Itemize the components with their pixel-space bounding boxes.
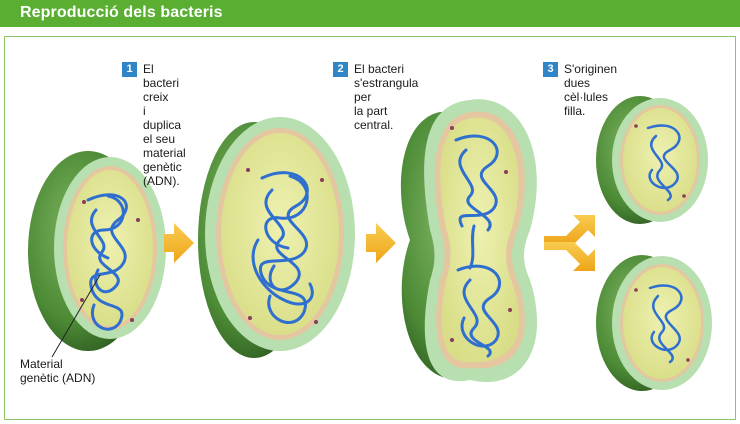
granule bbox=[136, 218, 140, 222]
label-pointer-line bbox=[51, 274, 101, 358]
granule bbox=[320, 178, 324, 182]
dna-strand bbox=[86, 193, 128, 331]
dna-label: Material genètic (ADN) bbox=[20, 357, 95, 385]
arrow-split bbox=[544, 215, 595, 271]
granule bbox=[508, 308, 512, 312]
step-text-line: cèl·lules filla. bbox=[564, 90, 609, 118]
step-text-line: S'originen dues bbox=[564, 62, 617, 90]
figure-title: Reproducció dels bacteris bbox=[20, 4, 223, 21]
step-text-line: s'estrangula per bbox=[354, 76, 419, 104]
header-bar: Reproducció dels bacteris bbox=[0, 0, 740, 27]
arrow-right-2 bbox=[366, 223, 396, 263]
granule bbox=[130, 318, 134, 322]
dna-strand bbox=[648, 284, 683, 364]
step-text-line: El bacteri bbox=[354, 62, 405, 76]
granule bbox=[450, 126, 454, 130]
granule bbox=[314, 320, 318, 324]
daughter-cell-bottom bbox=[596, 255, 712, 391]
granule bbox=[634, 124, 638, 128]
granule bbox=[682, 194, 686, 198]
granule bbox=[80, 298, 84, 302]
daughter-cell-top bbox=[596, 96, 708, 224]
bacterium-1 bbox=[28, 151, 166, 351]
step-text-line: material genètic bbox=[143, 146, 186, 174]
granule bbox=[634, 288, 638, 292]
dna-label-line: Material bbox=[20, 357, 63, 371]
step-text-line: El bacteri creix bbox=[143, 62, 180, 104]
bacterium-3-dividing bbox=[400, 99, 538, 383]
dna-strand bbox=[646, 124, 681, 202]
dna-strand bbox=[251, 171, 314, 324]
granule bbox=[246, 168, 250, 172]
dna-strand bbox=[454, 134, 502, 358]
step-number-badge: 2 bbox=[333, 62, 348, 77]
step-description: S'originen dues cèl·lules filla. bbox=[564, 62, 617, 118]
step-number-badge: 3 bbox=[543, 62, 558, 77]
step-text-line: la part central. bbox=[354, 104, 394, 132]
granule bbox=[248, 316, 252, 320]
granule bbox=[450, 338, 454, 342]
step-description: El bacteri s'estrangula per la part cent… bbox=[354, 62, 418, 132]
bacterium-2 bbox=[198, 117, 355, 358]
granule bbox=[504, 170, 508, 174]
step-text-line: i duplica el seu bbox=[143, 104, 182, 146]
granule bbox=[686, 358, 690, 362]
step-description: El bacteri creix i duplica el seu materi… bbox=[143, 62, 186, 188]
step-text-line: (ADN). bbox=[143, 174, 180, 188]
granule bbox=[82, 200, 86, 204]
step-number-badge: 1 bbox=[122, 62, 137, 77]
arrow-right-1 bbox=[164, 223, 194, 263]
dna-label-line: genètic (ADN) bbox=[20, 371, 96, 385]
